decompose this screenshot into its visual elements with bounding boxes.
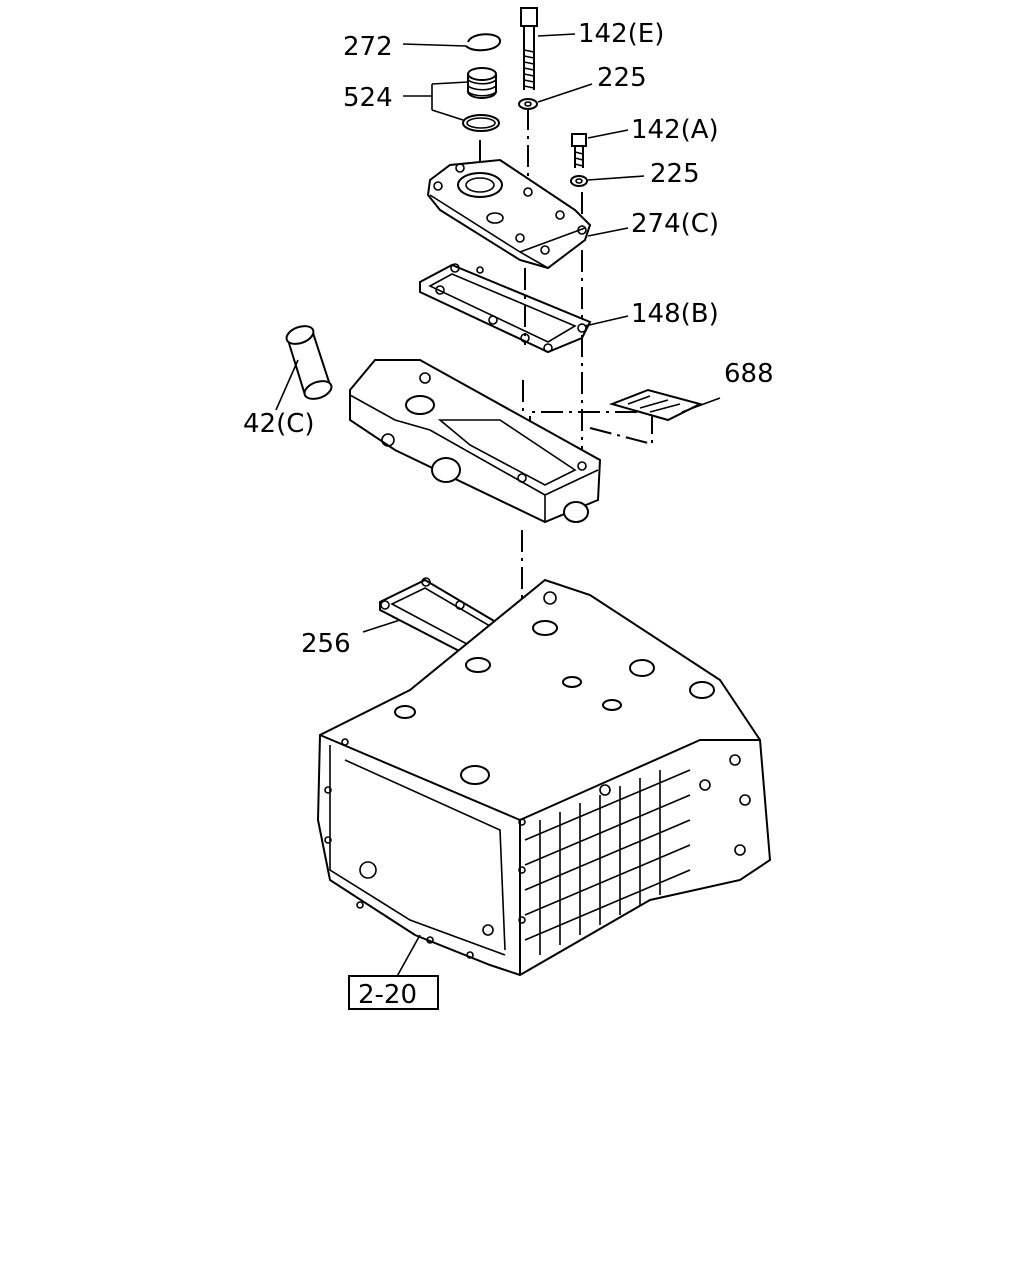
washer-part-lower	[570, 175, 588, 187]
leader-274c	[587, 227, 629, 237]
bushing-part	[285, 325, 333, 400]
leader-225-lower	[587, 175, 645, 181]
callout-272: 272	[343, 32, 393, 62]
leader-524	[403, 81, 469, 121]
leader-272	[402, 43, 467, 47]
callout-142e: 142(E)	[578, 19, 664, 49]
callout-256: 256	[301, 629, 351, 659]
callout-225-upper: 225	[597, 63, 647, 93]
washer-part-upper	[518, 98, 538, 110]
callout-524: 524	[343, 83, 393, 113]
leader-256	[362, 619, 401, 633]
callout-688: 688	[724, 359, 774, 389]
leader-42c	[275, 359, 299, 411]
snap-ring-part	[465, 33, 501, 52]
reference-2-20[interactable]: 2-20	[358, 980, 417, 1010]
leader-688	[681, 397, 721, 413]
leader-2-20	[394, 934, 421, 981]
callout-274c: 274(C)	[631, 209, 719, 239]
callout-42c: 42(C)	[243, 409, 315, 439]
plug-part	[467, 67, 497, 99]
o-ring-part	[462, 114, 500, 132]
callout-148b: 148(B)	[631, 299, 719, 329]
long-bolt-part	[520, 7, 538, 90]
label-plate-part	[608, 388, 703, 422]
transmission-case-part	[316, 578, 772, 977]
callout-225-lower: 225	[650, 159, 700, 189]
leader-142e	[537, 33, 576, 37]
leader-148b	[584, 315, 629, 327]
gasket-part	[419, 263, 592, 354]
leader-225-upper	[537, 83, 593, 103]
short-bolt-part	[571, 133, 587, 168]
callout-142a: 142(A)	[631, 115, 719, 145]
cover-part	[426, 158, 592, 270]
reference-box-2-20[interactable]	[348, 975, 439, 1010]
shift-housing-part	[349, 359, 602, 524]
leader-142a	[587, 129, 629, 139]
